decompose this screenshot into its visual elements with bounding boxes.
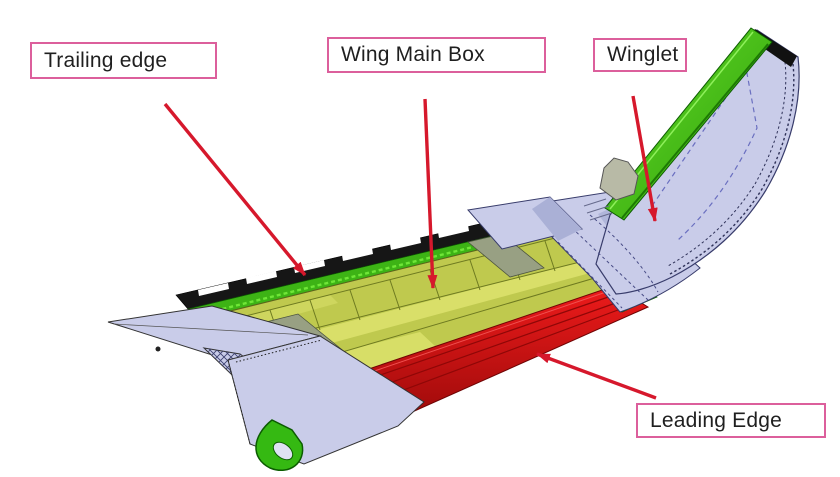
root-plate-line bbox=[113, 323, 309, 336]
arrow-leading-edge bbox=[536, 352, 657, 400]
callout-wing-main-box: Wing Main Box bbox=[327, 37, 546, 73]
arrow-winglet bbox=[631, 95, 658, 222]
callout-winglet-label: Winglet bbox=[607, 43, 679, 66]
wingtip-rivet-rows bbox=[557, 214, 659, 309]
arrow-trailing-edge bbox=[163, 102, 307, 277]
root-plate-hole bbox=[155, 346, 161, 352]
callout-leading-edge-label: Leading Edge bbox=[650, 408, 783, 432]
callout-winglet: Winglet bbox=[593, 38, 687, 72]
arrow-wing-main-box bbox=[423, 98, 438, 289]
callout-leading-edge: Leading Edge bbox=[636, 403, 826, 438]
leading-edge-highlight bbox=[347, 288, 616, 381]
winglet-root-fitting bbox=[599, 157, 639, 201]
callout-trailing-edge-label: Trailing edge bbox=[44, 48, 168, 72]
winglet-spar-outline bbox=[651, 66, 758, 241]
callout-trailing-edge: Trailing edge bbox=[30, 42, 217, 79]
winglet-trailing-edge-rivets bbox=[667, 61, 787, 267]
wing-root bbox=[107, 305, 425, 471]
leading-edge-stripes bbox=[353, 292, 635, 402]
winglet-trailing-edge-rivets bbox=[669, 63, 795, 275]
winglet-body bbox=[595, 29, 800, 295]
winglet-le-shadow bbox=[621, 43, 769, 219]
callout-arrows bbox=[163, 95, 658, 400]
tip-upper-panel bbox=[467, 196, 583, 250]
winglet-root-steps bbox=[583, 198, 613, 221]
root-airfoil-hole bbox=[272, 441, 294, 461]
callout-wing-main-box-label: Wing Main Box bbox=[341, 43, 485, 66]
